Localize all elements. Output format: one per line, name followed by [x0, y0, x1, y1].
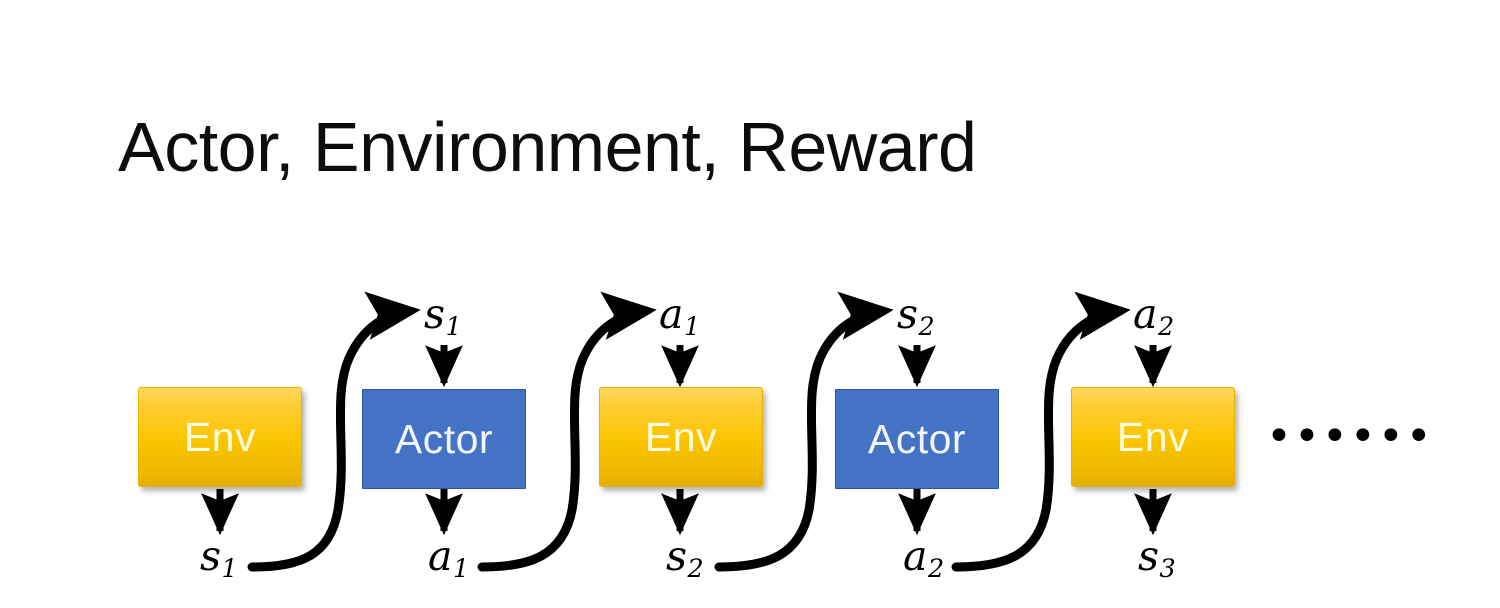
node-label: Env: [1116, 413, 1190, 460]
subscript: 2: [918, 311, 935, 342]
symbol: a: [1133, 290, 1158, 338]
subscript: 1: [683, 311, 701, 342]
subscript: 3: [1159, 553, 1176, 584]
node-env-3[interactable]: Env: [1071, 387, 1235, 487]
subscript: 2: [927, 553, 945, 584]
label-state-s2-top: s2: [897, 294, 935, 339]
node-label: Env: [183, 413, 257, 460]
node-actor-1[interactable]: Actor: [362, 389, 526, 489]
node-env-2[interactable]: Env: [599, 387, 763, 487]
label-action-a2-bottom: a2: [903, 536, 944, 581]
label-action-a1-top: a1: [659, 294, 700, 339]
symbol: a: [903, 532, 928, 580]
symbol: s: [424, 290, 446, 338]
continuation-ellipsis: ••••••: [1266, 411, 1434, 462]
node-label: Env: [644, 413, 718, 460]
symbol: s: [897, 290, 919, 338]
label-action-a1-bottom: a1: [428, 536, 469, 581]
subscript: 1: [221, 553, 238, 584]
node-actor-2[interactable]: Actor: [835, 389, 999, 489]
page-title: Actor, Environment, Reward: [118, 108, 977, 186]
label-state-s1-top: s1: [424, 294, 462, 339]
label-state-s2-bottom: s2: [666, 536, 704, 581]
symbol: s: [200, 532, 222, 580]
label-state-s1-bottom: s1: [200, 536, 238, 581]
symbol: a: [659, 290, 684, 338]
symbol: a: [428, 532, 453, 580]
subscript: 2: [1157, 311, 1175, 342]
node-label: Actor: [867, 415, 967, 462]
label-action-a2-top: a2: [1133, 294, 1174, 339]
subscript: 1: [452, 553, 470, 584]
symbol: s: [1138, 532, 1160, 580]
symbol: s: [666, 532, 688, 580]
node-label: Actor: [394, 415, 494, 462]
label-state-s3-bottom: s3: [1138, 536, 1176, 581]
subscript: 1: [445, 311, 462, 342]
subscript: 2: [687, 553, 704, 584]
node-env-1[interactable]: Env: [138, 387, 302, 487]
